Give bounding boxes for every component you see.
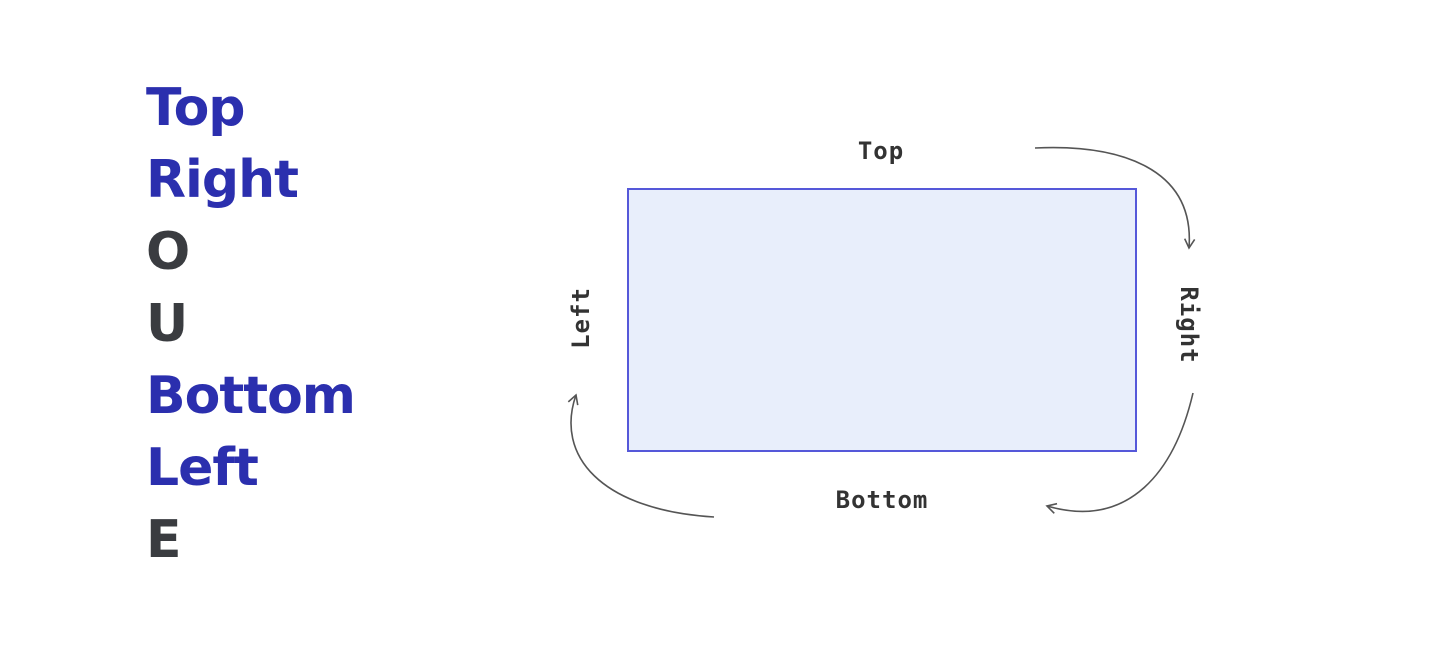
arrow-right-to-bottom <box>1045 392 1194 514</box>
side-label-bottom: Bottom <box>836 486 929 514</box>
mnemonic-letter-e: E <box>146 510 182 570</box>
side-label-left: Left <box>567 287 595 349</box>
mnemonic-list: Top Right O U Bottom Left E <box>146 72 356 576</box>
side-label-right: Right <box>1175 286 1203 363</box>
arrow-top-to-right <box>1034 146 1196 250</box>
arrow-bottom-to-left <box>567 393 715 518</box>
content-box <box>627 188 1137 452</box>
mnemonic-letter-o: O <box>146 222 190 282</box>
mnemonic-letter-u: U <box>146 294 188 354</box>
side-label-top: Top <box>858 137 904 165</box>
mnemonic-word-right: Right <box>146 150 299 210</box>
mnemonic-word-top: Top <box>146 78 246 138</box>
mnemonic-word-bottom: Bottom <box>146 366 356 426</box>
mnemonic-word-left: Left <box>146 438 259 498</box>
